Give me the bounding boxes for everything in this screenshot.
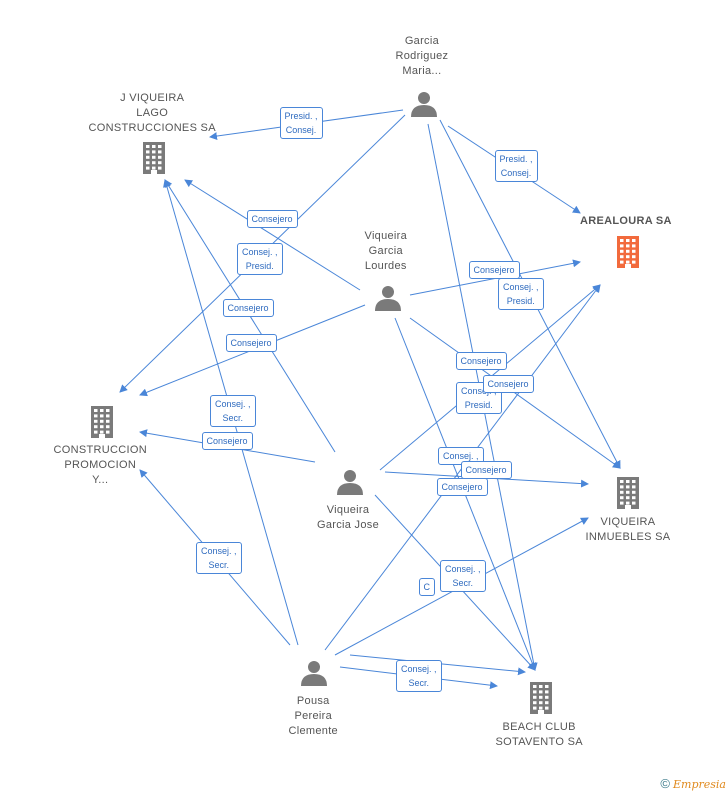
edge-label-line: Secr. (408, 678, 430, 688)
edge-label[interactable]: Presid. , Consej. (494, 150, 538, 182)
edge-label-line: Consej. , (215, 399, 251, 409)
brand-logo[interactable]: Empresia (673, 778, 726, 791)
node-label-line: Pereira (294, 710, 333, 722)
edge-label-line: Secr. (222, 413, 244, 423)
node-label-line: PROMOCION (64, 459, 137, 471)
building-icon[interactable] (91, 406, 113, 438)
edge-label[interactable]: Consej. , Secr. (210, 395, 256, 427)
node-label-line: Viqueira (326, 504, 370, 516)
edge-label-line: Consejero (487, 379, 529, 389)
edge-label-line: Consej. , (445, 564, 481, 574)
edge-label-line: Presid. , (284, 111, 318, 121)
edge-label-line: Consej. (285, 125, 317, 135)
edge-label-line: Consej. (500, 168, 532, 178)
edge-label-line: Consejero (230, 338, 272, 348)
edge-label[interactable]: Consejero (246, 210, 298, 228)
building-icon[interactable] (617, 236, 639, 268)
node-label-line: Y... (92, 474, 109, 486)
edge-label[interactable]: Consejero (222, 299, 274, 317)
node-label-line: Garcia Jose (317, 519, 379, 531)
edge-label[interactable]: Consejero (460, 461, 512, 479)
node-label-line: Rodriguez (395, 50, 449, 62)
building-icon[interactable] (617, 477, 639, 509)
edge-label[interactable]: Consej. , Presid. (498, 278, 544, 310)
edge-label-line: Consejero (473, 265, 515, 275)
edge-label-line: Presid. (245, 261, 274, 271)
node-label-line: Viqueira (364, 230, 408, 242)
edge-label[interactable]: Presid. , Consej. (279, 107, 323, 139)
person-icon[interactable] (301, 661, 327, 686)
relation-edge (409, 317, 621, 469)
edge-label-line: C (423, 582, 431, 592)
edge-label-line: Consej. , (201, 546, 237, 556)
edge-label-line: Consejero (206, 436, 248, 446)
node-icons (91, 92, 639, 714)
node-label-line: Garcia (368, 245, 403, 257)
edge-label[interactable]: Consejero (455, 352, 507, 370)
building-icon[interactable] (143, 142, 165, 174)
edge-label-line: Secr. (208, 560, 230, 570)
node-label-line: Lourdes (364, 260, 407, 272)
edge-label-line: Presid. , (499, 154, 533, 164)
node-label-line: BEACH CLUB (502, 721, 576, 733)
copyright-icon: © (660, 776, 670, 791)
node-label-construccion[interactable]: CONSTRUCCION PROMOCION Y... (54, 443, 147, 488)
edge-label-line: Presid. (464, 400, 493, 410)
edge-label[interactable]: Consej. , Secr. (396, 660, 442, 692)
building-icon[interactable] (530, 682, 552, 714)
node-label-j-viqueira[interactable]: J VIQUEIRA LAGO CONSTRUCCIONES SA (89, 91, 216, 136)
edge-label[interactable]: Consej. , Presid. (237, 243, 283, 275)
edge-label[interactable]: Consejero (436, 478, 488, 496)
relation-edge (184, 179, 361, 291)
edge-label-line: Consejero (251, 214, 293, 224)
edge-label[interactable]: Consejero (468, 261, 520, 279)
edge-label-line: Consej. , (242, 247, 278, 257)
edge-label-line: Consejero (227, 303, 269, 313)
node-label-line: Garcia (404, 35, 440, 47)
edge-label[interactable]: Consej. , Secr. (440, 560, 486, 592)
edge-label[interactable]: Consej. , Secr. (196, 542, 242, 574)
person-icon[interactable] (411, 92, 437, 117)
node-label-line: Maria... (402, 65, 442, 77)
footer: © Empresia (660, 776, 726, 791)
edge-label-line: Secr. (452, 578, 474, 588)
node-label-line: CONSTRUCCIONES SA (88, 122, 216, 134)
node-label-line: Pousa (296, 695, 330, 707)
person-icon[interactable] (337, 470, 363, 495)
node-label-line: SOTAVENTO SA (495, 736, 583, 748)
edge-label-line: Consejero (465, 465, 507, 475)
node-label-line: INMUEBLES SA (585, 531, 671, 543)
edge-label-line: Consej. , (401, 664, 437, 674)
person-icon[interactable] (375, 286, 401, 311)
node-label-line: Clemente (288, 725, 338, 737)
edges (119, 109, 621, 690)
edge-label[interactable]: Consejero (225, 334, 277, 352)
edge-label[interactable]: C (418, 578, 435, 596)
node-label-viqueira-inmuebles[interactable]: VIQUEIRA INMUEBLES SA (586, 515, 671, 545)
edge-label-line: Consej. , (503, 282, 539, 292)
edge-label[interactable]: Consejero (482, 375, 534, 393)
node-label-arealoura[interactable]: AREALOURA SA (580, 214, 672, 229)
node-label-line: CONSTRUCCION (53, 444, 147, 456)
edge-label-line: Presid. (506, 296, 535, 306)
node-label-line: J VIQUEIRA (120, 92, 185, 104)
edge-label-line: Consejero (441, 482, 483, 492)
node-label-beach-club[interactable]: BEACH CLUB SOTAVENTO SA (496, 720, 583, 750)
node-label-line: AREALOURA SA (580, 215, 672, 227)
edge-label-line: Consej. , (461, 386, 497, 396)
node-label-line: LAGO (136, 107, 169, 119)
edge-label[interactable]: Consejero (201, 432, 253, 450)
edge-label-line: Consejero (460, 356, 502, 366)
edge-label-line: Consej. , (443, 451, 479, 461)
node-label-line: VIQUEIRA (600, 516, 656, 528)
